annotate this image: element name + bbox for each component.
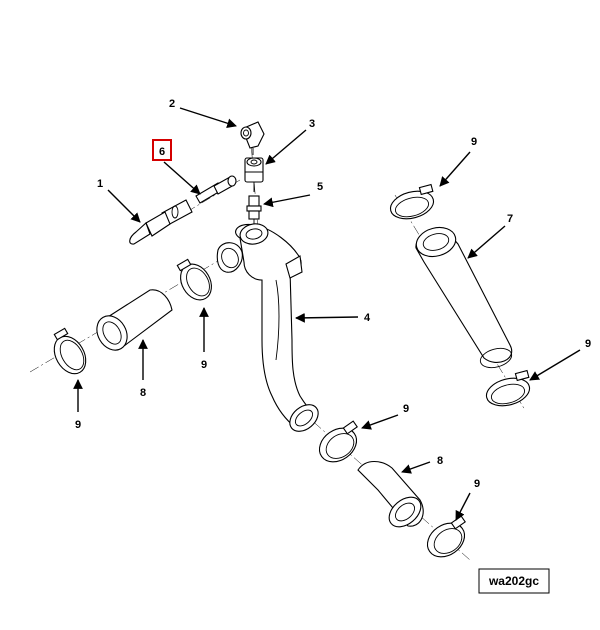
svg-text:5: 5 <box>317 181 323 193</box>
callout-2[interactable]: 2 <box>169 98 175 110</box>
callout-9-lower-right[interactable]: 9 <box>474 478 480 490</box>
callout-9-center-left[interactable]: 9 <box>201 359 207 371</box>
svg-text:6: 6 <box>159 146 165 158</box>
svg-text:wa202gc: wa202gc <box>488 574 539 588</box>
svg-text:9: 9 <box>471 136 477 148</box>
callout-9-center[interactable]: 9 <box>403 403 409 415</box>
hose-sleeve-right-part <box>357 460 424 528</box>
elbow-fitting-part <box>240 121 265 155</box>
callout-6-highlighted[interactable]: 6 <box>152 139 172 161</box>
hose-clamp-e-part <box>318 420 358 463</box>
svg-text:9: 9 <box>75 419 81 431</box>
svg-text:4: 4 <box>364 312 371 324</box>
svg-text:3: 3 <box>309 118 315 130</box>
callout-5[interactable]: 5 <box>317 181 323 193</box>
callout-4[interactable]: 4 <box>364 312 371 324</box>
svg-text:7: 7 <box>507 213 513 225</box>
callout-9-lower-left[interactable]: 9 <box>75 419 81 431</box>
callout-3[interactable]: 3 <box>309 118 315 130</box>
svg-text:2: 2 <box>169 98 175 110</box>
hose-clamp-a-part <box>53 327 87 375</box>
callout-7[interactable]: 7 <box>507 213 513 225</box>
svg-text:9: 9 <box>403 403 409 415</box>
svg-text:1: 1 <box>97 178 103 190</box>
hose-clamp-b-part <box>176 258 212 301</box>
hose-assembly-part <box>195 175 237 204</box>
hose-elbow-part <box>129 199 193 245</box>
svg-text:8: 8 <box>437 455 443 467</box>
hose-sleeve-left-part <box>96 289 173 351</box>
figure-id-label: wa202gc <box>478 568 550 594</box>
callout-9-far-right[interactable]: 9 <box>585 338 591 350</box>
svg-text:9: 9 <box>585 338 591 350</box>
svg-text:8: 8 <box>140 387 146 399</box>
svg-text:9: 9 <box>474 478 480 490</box>
svg-text:9: 9 <box>201 359 207 371</box>
long-tube-part <box>415 226 513 369</box>
callout-8-left[interactable]: 8 <box>140 387 146 399</box>
leader-arrows <box>73 107 581 521</box>
hose-clamp-d-part <box>485 369 531 407</box>
callout-9-upper-right[interactable]: 9 <box>471 136 477 148</box>
hose-clamp-c-part <box>389 183 435 220</box>
nipple-fitting-part <box>246 195 262 228</box>
main-tube-part <box>216 223 319 432</box>
tee-fitting-part <box>244 157 264 192</box>
callout-8-right[interactable]: 8 <box>437 455 443 467</box>
callout-1[interactable]: 1 <box>97 178 103 190</box>
